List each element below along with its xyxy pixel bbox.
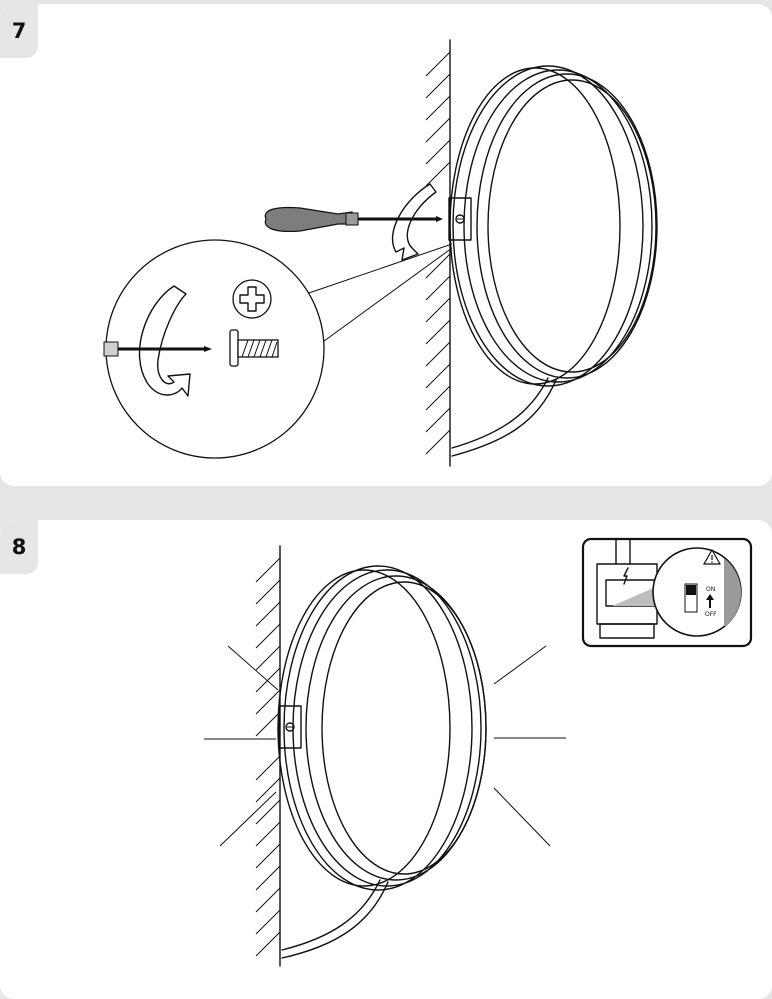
wall-luminaire [277, 565, 487, 891]
warning-triangle-icon [702, 548, 722, 565]
step-8-panel: 8 [0, 520, 772, 999]
step-number-badge: 8 [0, 520, 38, 574]
screw-icon [229, 329, 279, 367]
wall [255, 545, 281, 967]
light-rays [204, 645, 566, 847]
wall-luminaire [449, 65, 658, 387]
step-8-illustration: ON OFF [204, 537, 753, 967]
lightning-bolt-icon [623, 567, 629, 585]
phillips-screw-head-icon [232, 279, 272, 319]
wall [425, 39, 451, 467]
step-7-illustration [103, 39, 658, 467]
switch-off-label: OFF [705, 611, 717, 618]
mounting-bracket [448, 197, 472, 241]
step-number-badge: 7 [0, 4, 38, 58]
power-cable [451, 377, 557, 457]
switch-on-label: ON [706, 586, 715, 593]
power-cable [281, 879, 389, 959]
mounting-bracket [278, 705, 302, 749]
rotate-arrow-icon [391, 183, 437, 261]
circuit-breaker-inset: ON OFF [581, 537, 753, 648]
detail-magnifier [103, 239, 325, 459]
step-7-panel: 7 [0, 4, 772, 486]
